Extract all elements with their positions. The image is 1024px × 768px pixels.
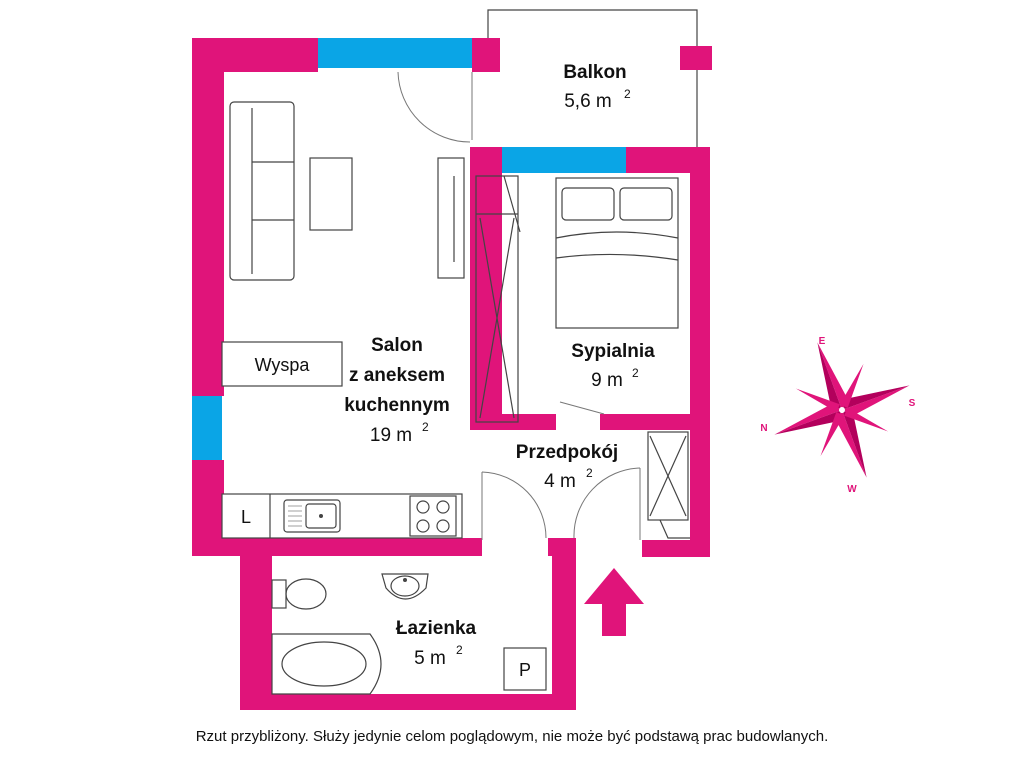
toilet-icon: [271, 578, 327, 610]
room-name-salon-3: kuchennym: [344, 395, 450, 416]
hallway-closet: [647, 431, 690, 539]
bathtub-icon: [271, 633, 382, 695]
room-name-salon-2: z aneksem: [349, 365, 445, 386]
room-area-balkon: 5,6 m: [564, 91, 612, 112]
window-bedroom: [502, 147, 626, 173]
room-name-balkon: Balkon: [563, 62, 626, 83]
island-label: Wyspa: [255, 355, 311, 375]
room-area-sup-lazienka: 2: [456, 643, 463, 657]
washer-label: P: [519, 660, 531, 680]
room-area-przedpokoj: 4 m: [544, 471, 576, 492]
room-area-sup-salon: 2: [422, 420, 429, 434]
room-area-salon: 19 m: [370, 425, 412, 446]
room-label-przedpokoj: Przedpokój 4 m 2: [516, 442, 618, 492]
room-area-sup-sypialnia: 2: [632, 366, 639, 380]
disclaimer-text: Rzut przybliżony. Służy jedynie celom po…: [195, 728, 829, 745]
room-label-sypialnia: Sypialnia 9 m 2: [571, 341, 655, 391]
window-salon-left: [192, 396, 222, 460]
room-area-sup-balkon: 2: [624, 87, 631, 101]
sofa: [229, 101, 295, 281]
bed: [555, 177, 679, 329]
compass-letter-n: N: [760, 423, 767, 434]
washbasin-icon: [381, 573, 429, 600]
entrance-arrow-icon: [584, 568, 644, 636]
tv-cabinet: [437, 157, 465, 279]
compass-rose-icon: [774, 342, 910, 478]
doors: [397, 71, 641, 540]
kitchen-sink-icon: [283, 499, 341, 533]
room-name-salon-1: Salon: [371, 335, 423, 356]
room-area-sup-przedpokoj: 2: [586, 466, 593, 480]
compass-letter-e: E: [819, 336, 826, 347]
fridge-label: L: [241, 507, 251, 527]
windows: [192, 38, 626, 460]
room-label-salon: Salon z aneksem kuchennym 19 m 2: [344, 335, 450, 446]
room-name-przedpokoj: Przedpokój: [516, 442, 618, 463]
room-label-balkon: Balkon 5,6 m 2: [563, 62, 631, 112]
room-name-lazienka: Łazienka: [396, 618, 477, 639]
room-area-sypialnia: 9 m: [591, 370, 623, 391]
window-salon-top: [318, 38, 472, 68]
room-label-lazienka: Łazienka 5 m 2: [396, 618, 477, 669]
cooktop-icon: [409, 495, 457, 537]
compass-letter-w: W: [847, 484, 857, 495]
coffee-table: [309, 157, 353, 231]
balcony-railing: [487, 9, 698, 147]
room-name-sypialnia: Sypialnia: [571, 341, 655, 362]
kitchen-island: Wyspa: [221, 341, 343, 387]
washer: P: [503, 647, 547, 691]
room-area-lazienka: 5 m: [414, 648, 446, 669]
compass-letter-s: S: [909, 398, 916, 409]
wardrobe: [475, 175, 521, 423]
